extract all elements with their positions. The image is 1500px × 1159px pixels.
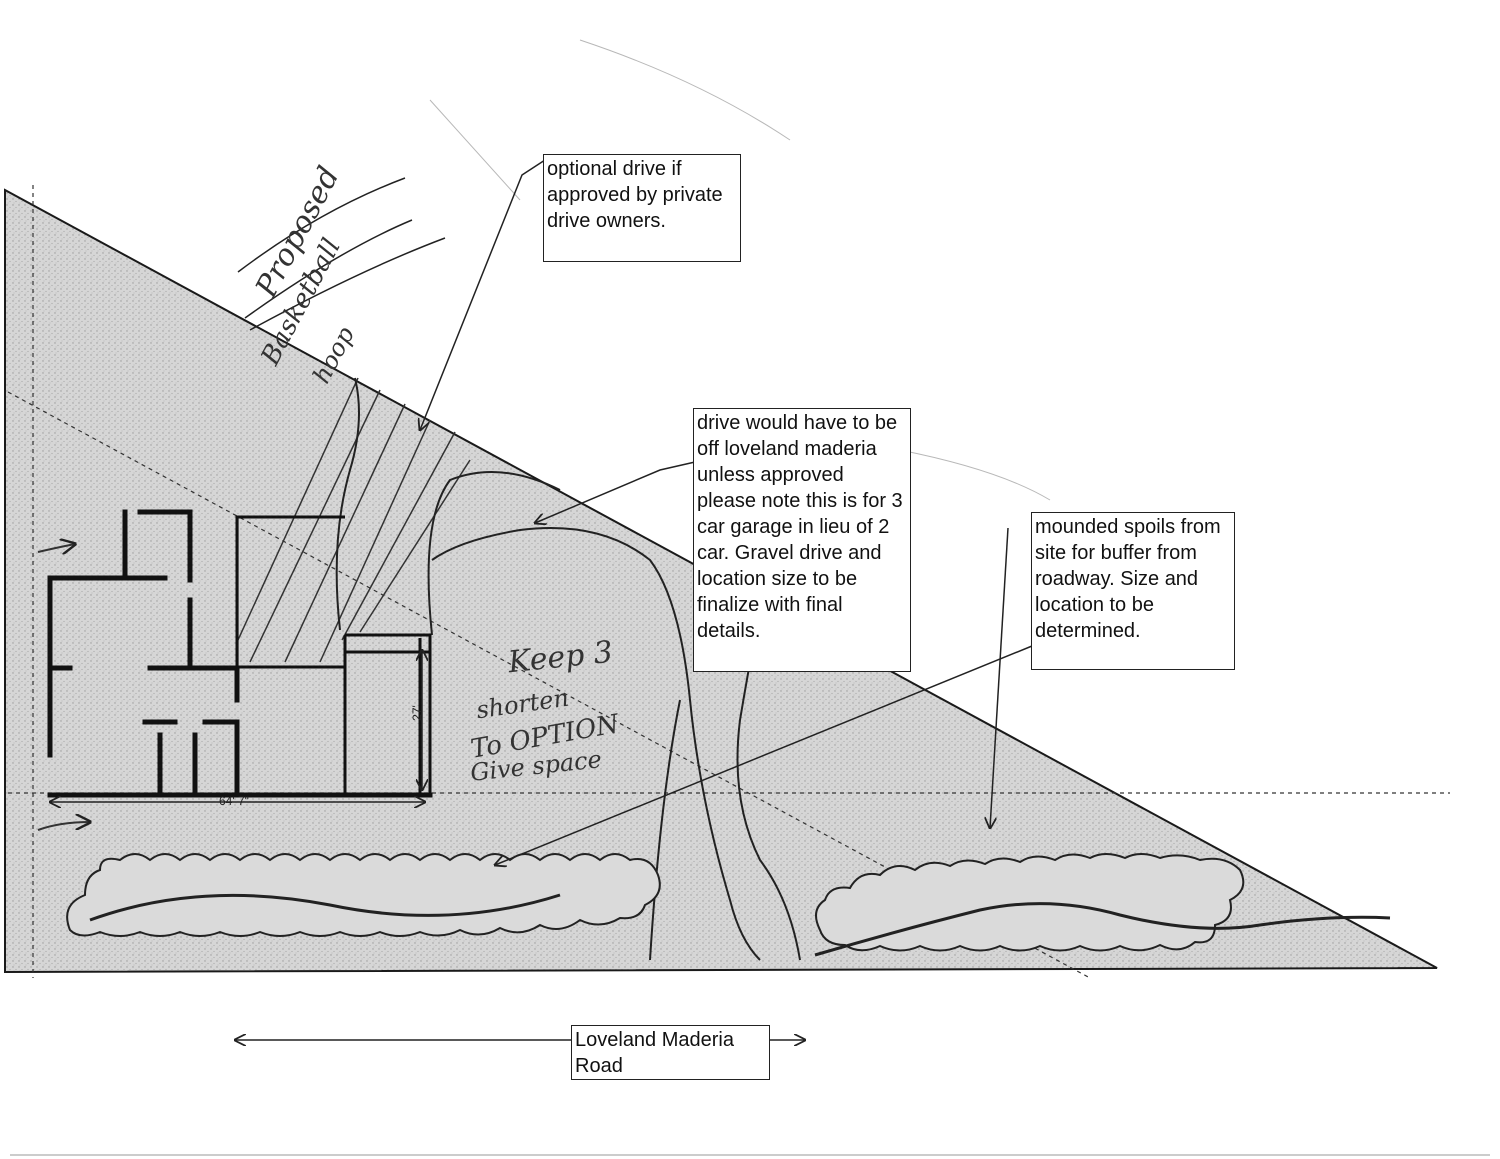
shrub-mound-left <box>66 853 661 937</box>
strike-through-lines <box>237 177 446 331</box>
faint-sketch-lines <box>429 39 1051 501</box>
entry-arrows <box>37 544 90 831</box>
shrub-mound-right <box>814 853 1391 957</box>
dimension-depth-label: 27' <box>409 705 424 721</box>
note-leader-lines <box>420 159 1033 865</box>
house-footprint <box>47 509 433 798</box>
drive-outlines <box>335 377 801 961</box>
dimension-lines <box>50 650 425 802</box>
note-optional-drive: optional drive if approved by private dr… <box>543 154 741 262</box>
dimension-width-label: 64' 7" <box>219 794 249 808</box>
note-drive-requirements: drive would have to be off loveland made… <box>693 408 911 672</box>
note-mounded-spoils: mounded spoils from site for buffer from… <box>1031 512 1235 670</box>
road-label: Loveland Maderia Road <box>571 1025 770 1080</box>
